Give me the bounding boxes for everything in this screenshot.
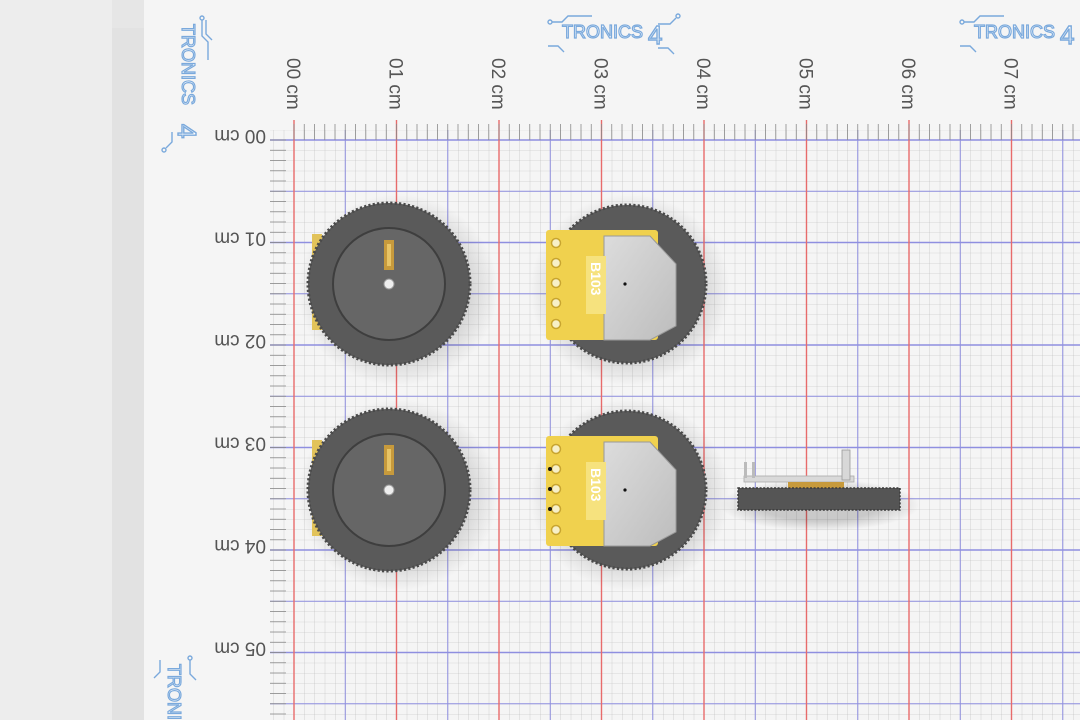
center-rivet: [383, 484, 395, 496]
wiper-slot-inner: [387, 244, 391, 266]
x-axis-labels: 00 cm 01 cm 02 cm 03 cm 04 cm 05 cm 06 cm 07 cm: [282, 58, 1021, 110]
x-axis-label: 02 cm: [487, 58, 508, 110]
potentiometer-front-bottom: [306, 407, 472, 573]
x-axis-label: 05 cm: [795, 58, 816, 110]
pcb-marking-bg: [586, 462, 606, 520]
x-axis-label: 07 cm: [1000, 58, 1021, 110]
knurled-wheel-edge: [737, 487, 901, 511]
brand-logo-top-left: TRONICS 4: [161, 15, 213, 153]
brand-logo-top-center: TRONICS 4: [547, 13, 681, 55]
brand-logo-text: TRONICS: [164, 664, 184, 720]
brand-logo-bottom-left: TRONICS: [153, 655, 197, 720]
brass-contact: [788, 482, 844, 488]
metal-housing: [603, 235, 677, 341]
solder-pads: [550, 443, 562, 536]
y-axis-label: 01 cm: [214, 228, 266, 249]
potentiometer-side-view: [737, 449, 901, 511]
y-axis-label: 04 cm: [214, 535, 266, 556]
wiper-slot-inner: [387, 449, 391, 471]
potentiometer-back-bottom: B103: [546, 409, 708, 571]
ruler-ticks: [270, 124, 1074, 715]
x-axis-label: 03 cm: [590, 58, 611, 110]
potentiometer-front-top: [306, 201, 472, 367]
x-axis-label: 01 cm: [385, 58, 406, 110]
brand-logo-text: TRONICS: [974, 22, 1055, 42]
brand-logo-number: 4: [648, 20, 662, 50]
brand-logo-number: 4: [1060, 20, 1074, 50]
pcb-marking: B103: [588, 262, 604, 296]
brand-logo-number: 4: [172, 124, 202, 138]
pin: [744, 462, 747, 478]
pcb-side: [743, 475, 855, 483]
x-axis-label: 00 cm: [282, 58, 303, 110]
x-axis-label: 06 cm: [897, 58, 918, 110]
brand-logo-text: TRONICS: [562, 22, 643, 42]
pcb-marking: B103: [588, 468, 604, 502]
y-axis-labels: 00 cm 01 cm 02 cm 03 cm 04 cm 05 cm: [214, 125, 266, 659]
background-shadow: [112, 28, 144, 720]
y-axis-label: 03 cm: [214, 433, 266, 454]
y-axis-label: 00 cm: [214, 125, 266, 146]
shaft-tab: [841, 449, 851, 481]
pin: [752, 462, 755, 478]
center-rivet: [383, 278, 395, 290]
y-axis-label: 02 cm: [214, 330, 266, 351]
pcb-marking-bg: [586, 256, 606, 314]
background-left: [0, 0, 112, 720]
brand-logo-top-right: TRONICS 4: [959, 15, 1075, 53]
pin-holes: [548, 467, 552, 511]
x-axis-label: 04 cm: [692, 58, 713, 110]
brand-logo-text: TRONICS: [178, 24, 198, 105]
y-axis-label: 05 cm: [214, 638, 266, 659]
metal-housing: [603, 441, 677, 547]
potentiometer-back-top: B103: [546, 203, 708, 365]
center-dot: [623, 488, 627, 492]
center-dot: [623, 282, 627, 286]
solder-pads: [550, 237, 562, 330]
